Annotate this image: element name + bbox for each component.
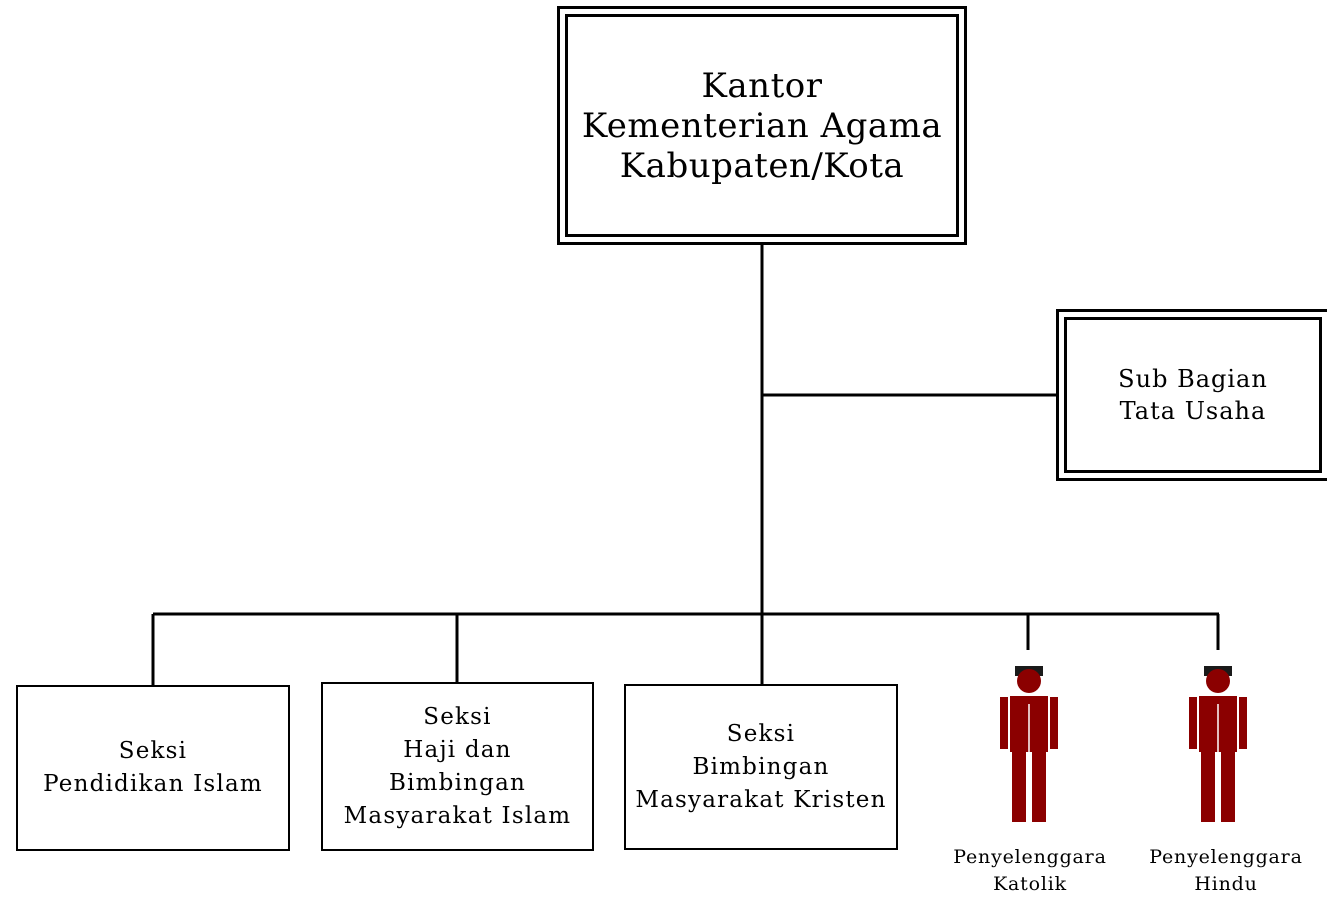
sub-bagian-line-1: Sub Bagian xyxy=(1118,365,1268,393)
head-line-3: Kabupaten/Kota xyxy=(619,145,905,186)
hindu-line-1: Penyelenggara xyxy=(1149,846,1303,868)
seksi-1-line-1: Seksi xyxy=(118,738,188,764)
sub-bagian-line-2: Tata Usaha xyxy=(1119,397,1267,425)
seksi-pendidikan-islam-box: Seksi Pendidikan Islam xyxy=(16,685,290,851)
katolik-line-1: Penyelenggara xyxy=(953,846,1107,868)
head-office-box: Kantor Kementerian Agama Kabupaten/Kota xyxy=(557,6,967,245)
penyelenggara-katolik-label: Penyelenggara Katolik xyxy=(935,844,1125,898)
penyelenggara-hindu-label: Penyelenggara Hindu xyxy=(1131,844,1321,898)
hindu-line-2: Hindu xyxy=(1194,873,1258,895)
sub-bagian-box: Sub Bagian Tata Usaha xyxy=(1056,309,1327,481)
seksi-2-line-1: Seksi xyxy=(423,703,492,730)
seksi-3-line-2: Bimbingan xyxy=(692,753,830,780)
seksi-3-line-3: Masyarakat Kristen xyxy=(635,786,887,813)
person-icon xyxy=(1000,666,1058,822)
seksi-2-line-3: Bimbingan xyxy=(388,769,526,796)
seksi-1-line-2: Pendidikan Islam xyxy=(43,771,263,797)
katolik-line-2: Katolik xyxy=(993,873,1067,895)
seksi-2-line-4: Masyarakat Islam xyxy=(343,802,572,829)
head-line-2: Kementerian Agama xyxy=(581,105,943,146)
seksi-kristen-box: Seksi Bimbingan Masyarakat Kristen xyxy=(624,684,898,850)
seksi-2-line-2: Haji dan xyxy=(403,736,512,763)
person-icon xyxy=(1189,666,1247,822)
head-line-1: Kantor xyxy=(701,65,823,106)
seksi-3-line-1: Seksi xyxy=(726,720,796,747)
seksi-haji-box: Seksi Haji dan Bimbingan Masyarakat Isla… xyxy=(321,682,594,851)
